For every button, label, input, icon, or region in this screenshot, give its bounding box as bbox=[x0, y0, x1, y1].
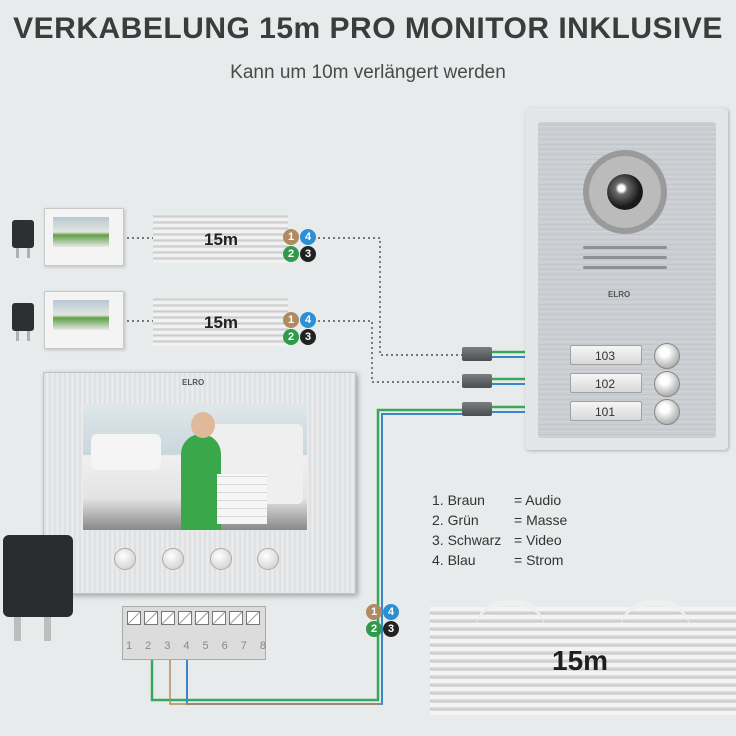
small-monitor-1 bbox=[44, 208, 124, 266]
power-adapter-2 bbox=[12, 303, 34, 331]
monitor-brand-logo: ELRO bbox=[182, 378, 205, 387]
bell-button-103[interactable] bbox=[654, 343, 680, 369]
page-title: VERKABELUNG 15m PRO MONITOR INKLUSIVE bbox=[13, 12, 723, 45]
dotted-line-monitor1-out bbox=[318, 237, 462, 356]
bell-button-101[interactable] bbox=[654, 399, 680, 425]
cable-length-label-1: 15m bbox=[204, 230, 239, 249]
wire-green-main bbox=[150, 408, 462, 702]
cable-loop-right bbox=[620, 600, 690, 630]
terminal-number: 4 bbox=[183, 640, 190, 652]
terminal-number: 7 bbox=[240, 640, 247, 652]
badge-black: 3 bbox=[300, 329, 316, 345]
nameplate-103: 103 bbox=[570, 345, 642, 365]
terminal-number: 3 bbox=[164, 640, 171, 652]
badge-brown: 1 bbox=[283, 229, 299, 245]
terminal-number: 5 bbox=[202, 640, 209, 652]
badge-green: 2 bbox=[283, 246, 299, 262]
legend-meaning: = Masse bbox=[514, 512, 568, 528]
legend-index: 4. Blau bbox=[432, 552, 476, 568]
connector-plug-103 bbox=[462, 347, 492, 361]
badge-black: 3 bbox=[383, 621, 399, 637]
legend-index: 1. Braun bbox=[432, 492, 485, 508]
terminal-block bbox=[122, 606, 266, 660]
main-monitor-screen bbox=[83, 404, 307, 530]
nameplate-label: 103 bbox=[595, 349, 616, 363]
terminal-number: 8 bbox=[259, 640, 266, 652]
badge-brown: 1 bbox=[283, 312, 299, 328]
small-monitor-2 bbox=[44, 291, 124, 349]
door-brand-logo: ELRO bbox=[608, 290, 631, 299]
monitor-button-2[interactable] bbox=[162, 548, 184, 570]
small-monitor-screen bbox=[53, 300, 109, 330]
small-monitor-screen bbox=[53, 217, 109, 247]
nameplate-label: 101 bbox=[595, 405, 616, 419]
nameplate-label: 102 bbox=[595, 377, 616, 391]
adapter-pin bbox=[27, 331, 30, 341]
cable-coil-1 bbox=[153, 215, 288, 263]
page-subtitle: Kann um 10m verlängert werden bbox=[230, 62, 506, 83]
cable-length-label-2: 15m bbox=[204, 313, 239, 332]
adapter-pin bbox=[44, 617, 51, 641]
speaker-grille bbox=[583, 266, 667, 269]
legend-index: 3. Schwarz bbox=[432, 532, 502, 548]
monitor-button-4[interactable] bbox=[257, 548, 279, 570]
monitor-button-3[interactable] bbox=[210, 548, 232, 570]
speaker-grille bbox=[583, 246, 667, 249]
cable-length-label-main: 15m bbox=[552, 645, 609, 676]
main-power-adapter bbox=[3, 535, 73, 617]
legend-meaning: = Strom bbox=[514, 552, 564, 568]
terminal-number: 6 bbox=[221, 640, 228, 652]
monitor-button-1[interactable] bbox=[114, 548, 136, 570]
adapter-pin bbox=[14, 617, 21, 641]
badge-green: 2 bbox=[366, 621, 382, 637]
speaker-grille bbox=[583, 256, 667, 259]
legend-meaning: = Video bbox=[514, 532, 562, 548]
terminal-numbers: 1 2 3 4 5 6 7 8 bbox=[126, 640, 266, 652]
connector-plug-101 bbox=[462, 402, 492, 416]
badge-green: 2 bbox=[283, 329, 299, 345]
badge-blue: 4 bbox=[383, 604, 399, 620]
badge-brown: 1 bbox=[366, 604, 382, 620]
badge-black: 3 bbox=[300, 246, 316, 262]
cable-coil-2 bbox=[153, 298, 288, 346]
nameplate-102: 102 bbox=[570, 373, 642, 393]
legend-index: 2. Grün bbox=[432, 512, 479, 528]
bell-button-102[interactable] bbox=[654, 371, 680, 397]
camera-lens bbox=[607, 174, 643, 210]
adapter-pin bbox=[27, 248, 30, 258]
legend-meaning: = Audio bbox=[514, 492, 562, 508]
connector-plug-102 bbox=[462, 374, 492, 388]
power-adapter-1 bbox=[12, 220, 34, 248]
cable-loop-left bbox=[475, 600, 545, 630]
nameplate-101: 101 bbox=[570, 401, 642, 421]
terminal-number: 1 bbox=[126, 640, 133, 652]
badge-blue: 4 bbox=[300, 312, 316, 328]
badge-blue: 4 bbox=[300, 229, 316, 245]
terminal-number: 2 bbox=[145, 640, 152, 652]
adapter-pin bbox=[16, 248, 19, 258]
adapter-pin bbox=[16, 331, 19, 341]
dotted-line-monitor2-out bbox=[318, 320, 462, 383]
